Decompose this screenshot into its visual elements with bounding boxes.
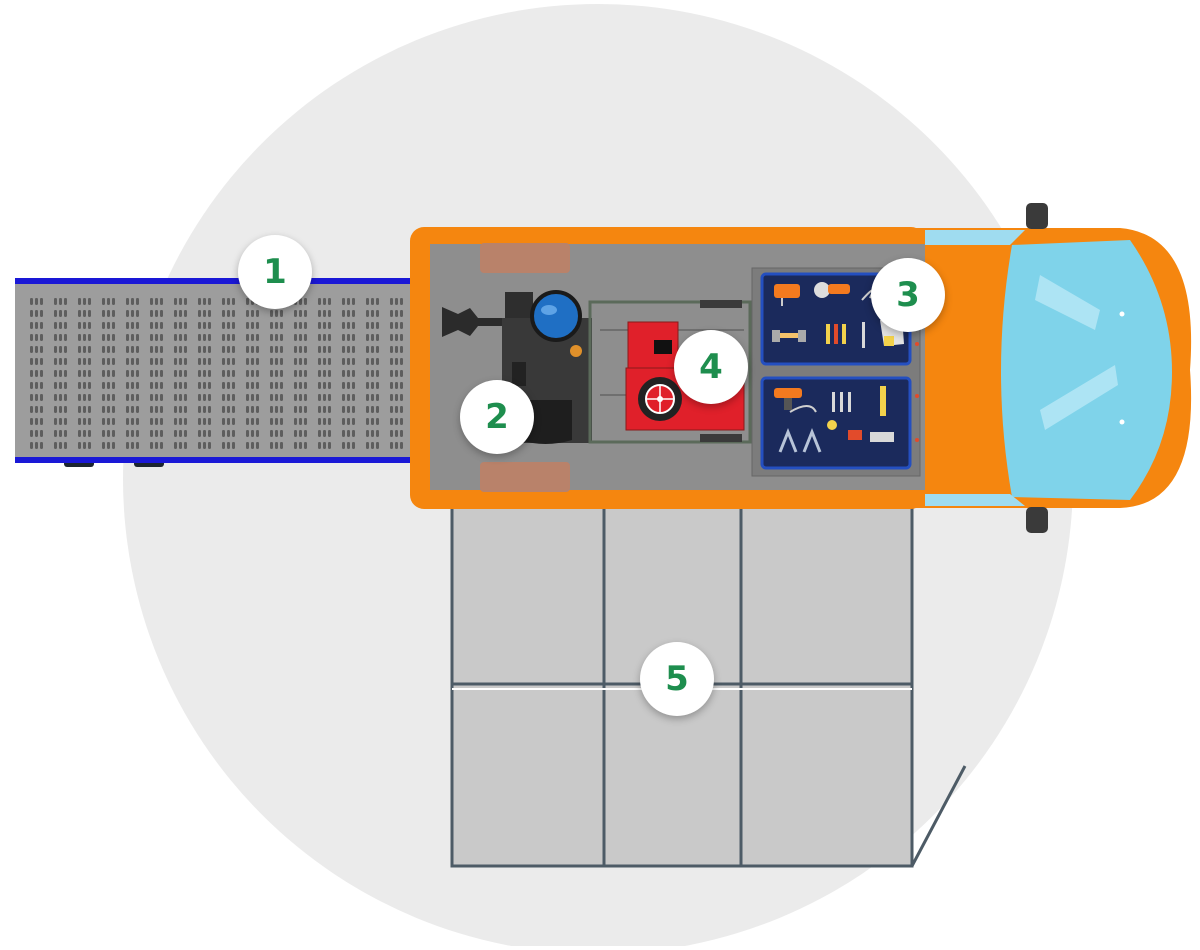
blue-tank bbox=[530, 290, 582, 342]
loading-ramp bbox=[15, 257, 433, 473]
screwdriver-icon bbox=[826, 324, 846, 344]
marker-2: 2 bbox=[460, 380, 534, 454]
angle-grinder-icon bbox=[814, 282, 850, 298]
tool-storage bbox=[751, 267, 921, 477]
windshield bbox=[1001, 240, 1172, 500]
spirit-level-icon bbox=[880, 386, 886, 416]
marker-4: 4 bbox=[674, 330, 748, 404]
wrench-icon bbox=[862, 322, 865, 348]
hammer-icon bbox=[772, 330, 806, 342]
marker-3: 3 bbox=[871, 258, 945, 332]
pliers-icon bbox=[778, 427, 822, 453]
drill-icon bbox=[774, 388, 802, 410]
marker-5: 5 bbox=[640, 642, 714, 716]
wheel-icon bbox=[638, 377, 682, 421]
marker-1: 1 bbox=[238, 235, 312, 309]
jigsaw-icon bbox=[774, 284, 800, 306]
